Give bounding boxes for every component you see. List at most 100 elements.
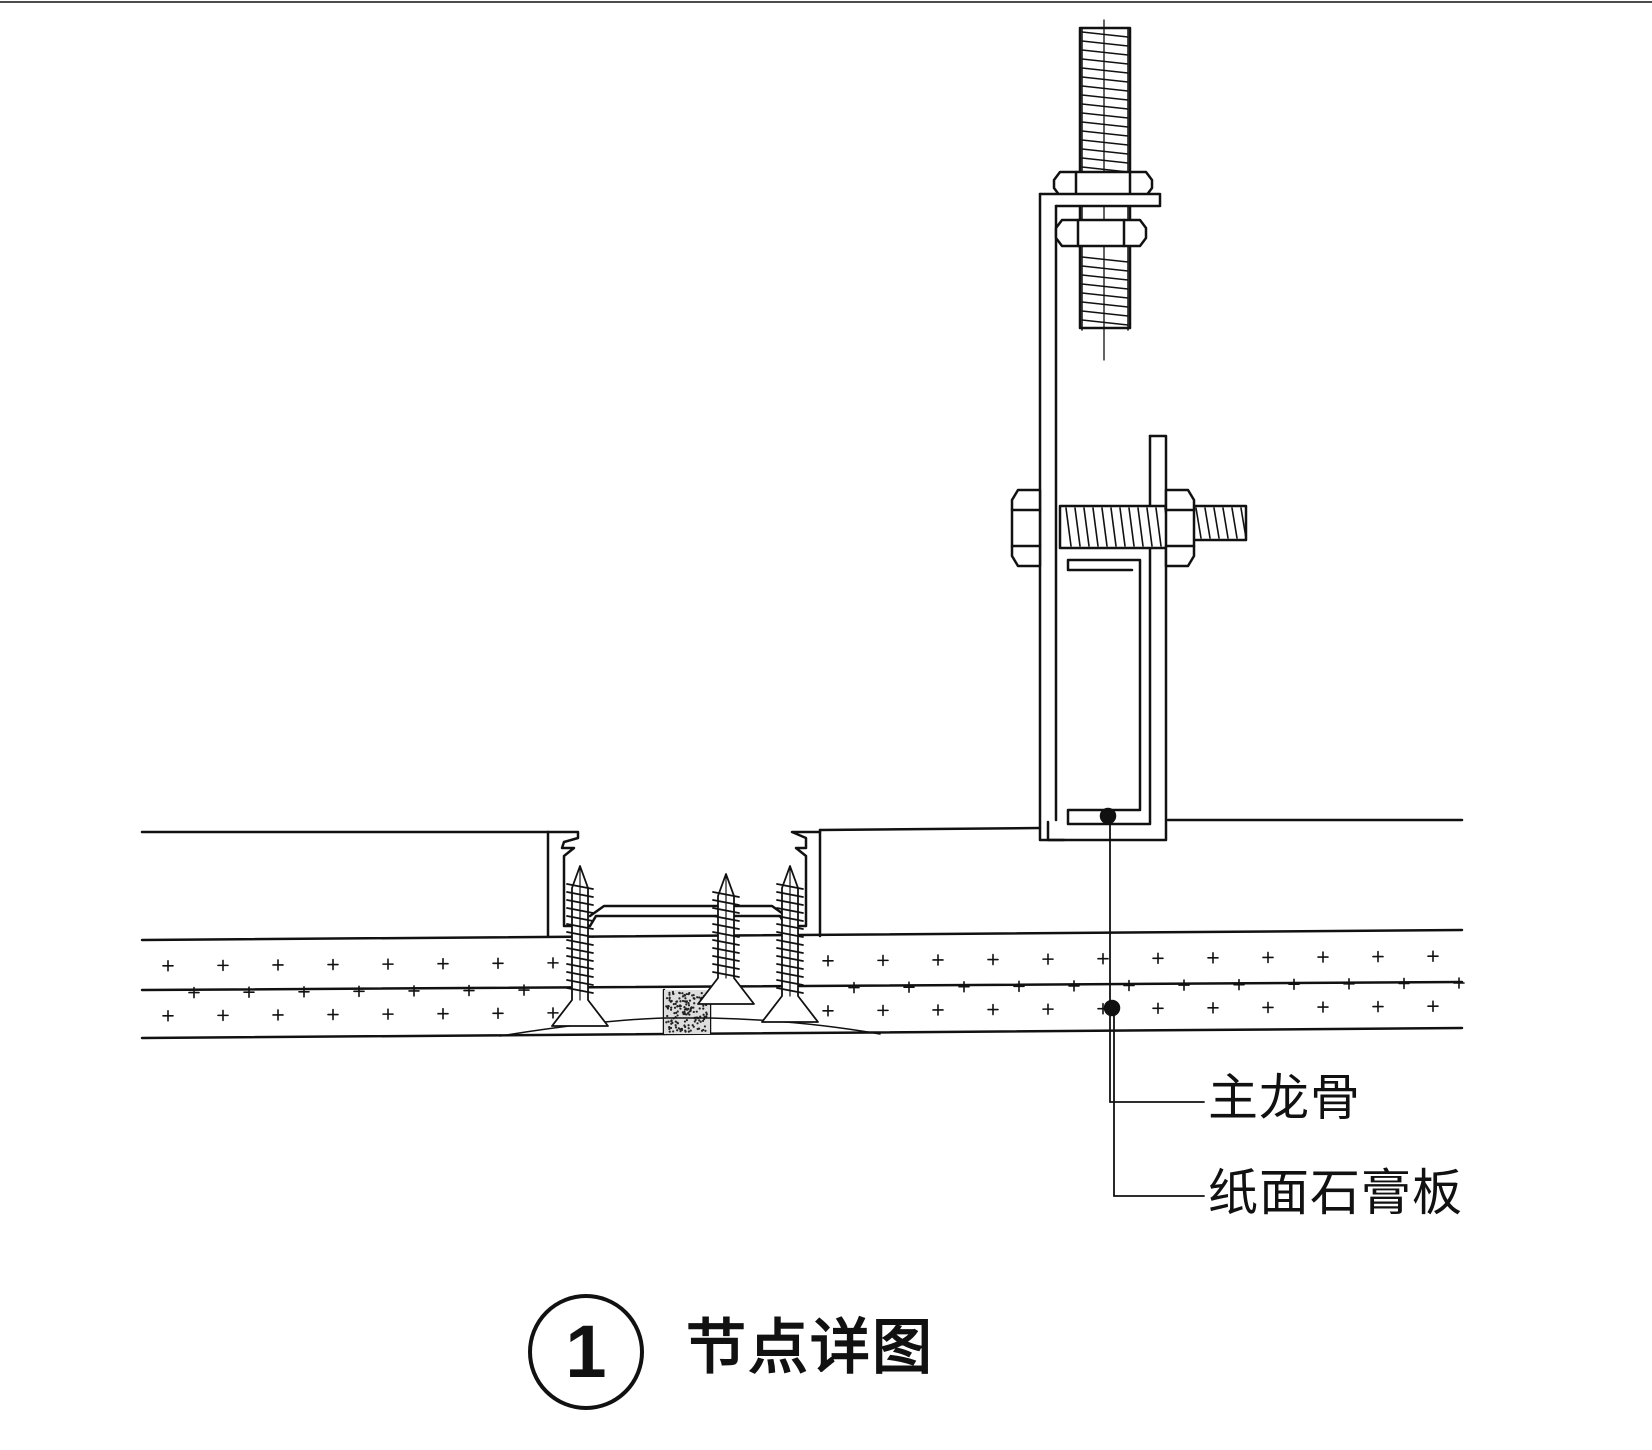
board-texture-mark — [1343, 978, 1355, 990]
filler-dot — [667, 1004, 670, 1008]
filler-dot — [702, 1004, 705, 1007]
board-texture-mark — [1042, 1003, 1054, 1015]
board-texture-mark — [1317, 951, 1329, 963]
main-keel-channel — [1046, 434, 1168, 842]
filler-dot — [685, 1019, 689, 1022]
horizontal-bolt — [1010, 488, 1248, 568]
filler-dot — [687, 1002, 690, 1005]
board-texture-mark — [1262, 951, 1274, 964]
board-texture-mark — [958, 980, 970, 993]
filler-dot — [665, 997, 669, 1000]
hanger-lower-nut — [1054, 218, 1148, 248]
bolt-thread-line — [1083, 507, 1090, 547]
filler-dot — [691, 994, 694, 997]
filler-dot — [694, 1018, 697, 1022]
bolt-thread-line — [1137, 507, 1144, 547]
bolt-thread-line — [1146, 507, 1153, 547]
rod-thread-line — [1081, 301, 1129, 308]
board-texture-mark — [272, 959, 284, 971]
detail-number-circle: 1 — [528, 1294, 644, 1410]
bolt-thread-line — [1119, 507, 1126, 547]
bolt-thread-line — [1231, 507, 1238, 539]
filler-dot — [668, 1030, 671, 1033]
board-texture-mark — [353, 985, 365, 998]
bolt-thread-line — [1155, 507, 1162, 547]
filler-dot — [679, 1007, 682, 1010]
rod-thread-line — [1081, 274, 1129, 281]
board-texture-mark — [877, 954, 889, 967]
screw — [551, 865, 609, 1027]
self-tapping-screws — [551, 865, 819, 1027]
filler-dot — [676, 1005, 679, 1008]
bolt-thread-line — [1101, 507, 1108, 547]
board-texture-mark — [1427, 1000, 1439, 1012]
filler-dot — [687, 1024, 690, 1027]
board-texture-mark — [1453, 977, 1465, 989]
hanger-top-nut — [1052, 170, 1154, 198]
filler-dot — [700, 992, 703, 995]
bolt-thread-line — [1074, 507, 1081, 547]
filler-dot — [705, 1011, 708, 1014]
rod-thread-line — [1081, 310, 1129, 317]
filler-dot — [705, 1015, 708, 1018]
rod-thread-line — [1081, 76, 1129, 83]
board-texture-mark — [382, 958, 394, 970]
filler-dot — [689, 1009, 692, 1012]
board-texture-mark — [1013, 980, 1025, 993]
filler-dot — [693, 997, 696, 1000]
board-texture-mark — [463, 984, 475, 997]
board-texture-mark — [1097, 952, 1109, 965]
filler-dot — [702, 1013, 705, 1016]
filler-dot — [667, 1020, 670, 1023]
filler-dot — [676, 1029, 679, 1032]
filler-dot — [687, 1011, 690, 1015]
filler-dot — [672, 1003, 675, 1006]
board-texture-mark — [327, 958, 339, 971]
board-texture-mark — [437, 1007, 449, 1020]
board-texture-mark — [1152, 1002, 1164, 1015]
rod-thread-line — [1081, 49, 1129, 56]
filler-dot — [668, 1026, 671, 1029]
rod-thread-line — [1081, 283, 1129, 290]
label-main-keel: 主龙骨 — [1208, 1069, 1361, 1127]
filler-dot — [684, 997, 687, 1000]
bolt-thread-line — [1195, 507, 1202, 539]
filler-dot — [685, 1008, 689, 1011]
filler-dot — [680, 1027, 683, 1030]
rod-thread-line — [1081, 256, 1129, 263]
filler-dot — [668, 999, 671, 1002]
board-texture-mark — [1317, 1001, 1329, 1013]
rod-thread-line — [1081, 148, 1129, 155]
label-gypsum-board: 纸面石膏板 — [1208, 1164, 1463, 1222]
filler-dot — [668, 993, 671, 996]
filler-dot — [696, 1027, 699, 1031]
filler-dot — [704, 1029, 707, 1032]
board-texture-mark — [987, 1003, 999, 1016]
filler-dot — [687, 993, 690, 996]
board-texture-mark — [1427, 950, 1439, 962]
board-texture-mark — [518, 984, 530, 996]
bolt-thread-line — [1092, 507, 1099, 547]
filler-dot — [691, 1024, 694, 1027]
screw — [697, 873, 755, 1005]
filler-dot — [674, 1026, 678, 1029]
board-texture-mark — [1262, 1001, 1274, 1014]
leader-dot-gypsum-board — [1103, 999, 1121, 1017]
board-texture-mark — [217, 1009, 229, 1022]
filler-dot — [696, 1022, 699, 1025]
board-texture-mark — [492, 1007, 504, 1020]
secondary-keel-channel — [546, 828, 822, 938]
filler-dot — [685, 1003, 688, 1006]
filler-dot — [685, 1000, 688, 1004]
board-texture-mark — [987, 953, 999, 966]
board-texture-mark — [877, 1004, 889, 1017]
bolt-thread-line — [1128, 507, 1135, 547]
screw — [761, 865, 819, 1023]
filler-dot — [692, 1025, 695, 1028]
filler-dot — [683, 1025, 686, 1028]
filler-dot — [672, 1030, 675, 1033]
filler-dot — [675, 1011, 678, 1014]
board-texture-mark — [1372, 1000, 1384, 1013]
filler-dot — [674, 1020, 677, 1023]
